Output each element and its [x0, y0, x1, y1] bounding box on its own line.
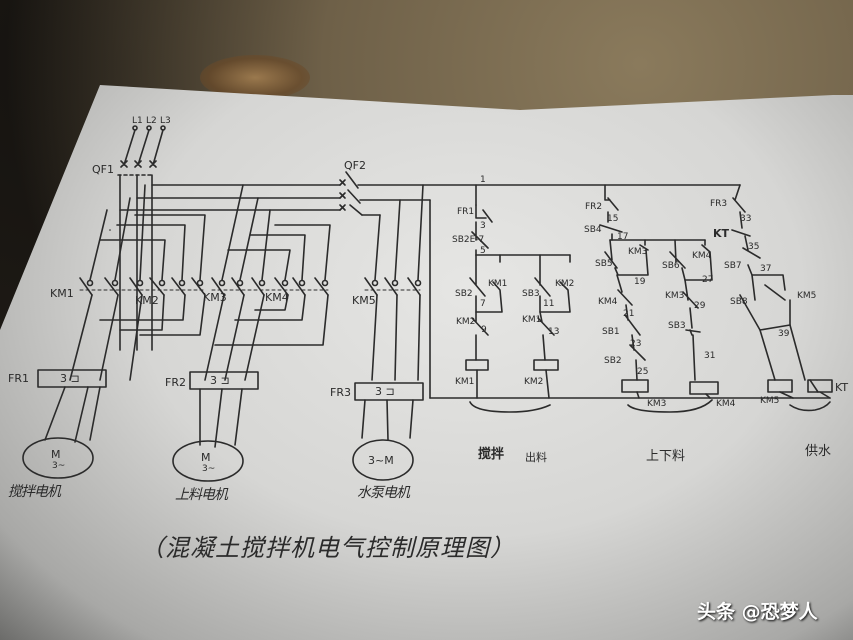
- power-input-lines: [117, 125, 166, 176]
- sb6-label: SB6: [662, 261, 680, 271]
- fr3-text: 3 ⊐: [375, 385, 395, 398]
- km3-km4-wiring: [204, 184, 331, 381]
- control-branch-1: [465, 204, 571, 399]
- node-11: 11: [543, 299, 555, 309]
- node-5: 5: [480, 246, 486, 256]
- km3-label: KM3: [203, 291, 227, 304]
- group-braces: [469, 399, 831, 413]
- motors: [22, 437, 414, 482]
- m2-sub: 3~: [202, 464, 216, 474]
- ctrl-fr3-label: FR3: [710, 199, 728, 209]
- group1-caption-a: 搅拌: [478, 447, 505, 462]
- fr2-label: FR2: [165, 376, 186, 389]
- node-21: 21: [623, 309, 635, 319]
- motor2-caption: 上料电机: [175, 487, 228, 503]
- sb4-label: SB4: [584, 225, 602, 235]
- sb2-label: SB2: [455, 289, 473, 299]
- kt-contact-label: KT: [713, 227, 730, 240]
- sb8-label: SB8: [730, 297, 748, 307]
- km5-label: KM5: [352, 294, 376, 307]
- coil-km3-label: KM3: [647, 399, 667, 409]
- qf2-label: QF2: [344, 159, 366, 172]
- km1-km2-wiring: [69, 184, 206, 381]
- ctrl-fr2-label: FR2: [585, 202, 603, 212]
- ctrl-km4-no: KM4: [692, 251, 712, 261]
- control-branch-2: [599, 184, 719, 399]
- ctrl-km5-no: KM5: [797, 291, 817, 301]
- coil-km1-label: KM1: [455, 377, 475, 387]
- watermark: 头条 @恐梦人: [697, 601, 818, 623]
- ctrl-km2-interlock: KM2: [456, 317, 476, 327]
- qf2-breaker: [339, 171, 741, 399]
- control-frame: [429, 184, 831, 399]
- control-branch-3: [731, 184, 833, 399]
- coil-km4-label: KM4: [716, 399, 736, 409]
- km1-label: KM1: [50, 287, 74, 300]
- ctrl-km1-interlock: KM1: [522, 315, 542, 325]
- l3-label: L3: [160, 116, 171, 126]
- sb3-label: SB3: [522, 289, 540, 299]
- sb1-label: SB1: [602, 327, 620, 337]
- ctrl-km2-no: KM2: [555, 279, 575, 289]
- node-33: 33: [740, 214, 752, 224]
- fr2-text: 3 ⊐: [210, 374, 230, 387]
- ctrl-fr1-label: FR1: [457, 207, 475, 217]
- node-7: 7: [480, 299, 486, 309]
- node-15: 15: [607, 214, 619, 224]
- group3-caption: 供水: [805, 444, 832, 459]
- ctrl-km3-no: KM3: [628, 247, 648, 257]
- group2-caption: 上下料: [646, 449, 686, 464]
- m1-symbol: M: [51, 448, 61, 461]
- main-bus: [119, 174, 341, 351]
- group1-caption-b: 出料: [525, 451, 547, 464]
- ctrl-km1-nc: KM1: [488, 279, 508, 289]
- km2-label: KM2: [135, 294, 159, 307]
- node-23: 23: [630, 339, 642, 349]
- qf1-label: QF1: [92, 163, 114, 176]
- sb5-label: SB5: [595, 259, 613, 269]
- coil-kt-label: KT: [835, 381, 849, 394]
- coil-km5-label: KM5: [760, 396, 780, 406]
- km4-label: KM4: [265, 291, 289, 304]
- node-17: 17: [617, 232, 629, 242]
- fr1-text: 3 ⊐: [60, 372, 80, 385]
- l2-label: L2: [146, 116, 157, 126]
- coil-km2-label: KM2: [524, 377, 544, 387]
- thermal-relays: [37, 369, 424, 401]
- sb2e-label: SB2E-7: [452, 235, 485, 245]
- diagram-title: （混凝土搅拌机电气控制原理图）: [140, 534, 515, 562]
- node-39: 39: [778, 329, 790, 339]
- motor3-caption: 水泵电机: [357, 485, 410, 501]
- m2-symbol: M: [201, 451, 211, 464]
- node-3: 3: [480, 221, 486, 231]
- fr3-label: FR3: [330, 386, 351, 399]
- fr1-label: FR1: [8, 372, 29, 385]
- motor1-caption: 搅拌电机: [8, 484, 61, 500]
- ctrl-km3-interlock: KM3: [665, 291, 685, 301]
- node-31: 31: [704, 351, 716, 361]
- node-9: 9: [481, 325, 487, 335]
- sb7-label: SB7: [724, 261, 742, 271]
- sb3b-label: SB3: [668, 321, 686, 331]
- node-1: 1: [480, 175, 486, 185]
- sb2b-label: SB2: [604, 356, 622, 366]
- node-13: 13: [548, 327, 560, 337]
- node-27: 27: [702, 275, 714, 285]
- node-35: 35: [748, 242, 760, 252]
- node-19: 19: [634, 277, 646, 287]
- m3-symbol: 3~M: [368, 454, 394, 467]
- l1-label: L1: [132, 116, 143, 126]
- node-25: 25: [637, 367, 649, 377]
- ctrl-km4-interlock: KM4: [598, 297, 618, 307]
- m1-sub: 3~: [52, 461, 66, 471]
- node-29: 29: [694, 301, 706, 311]
- motor-leads: [44, 386, 414, 448]
- km5-wiring: [364, 277, 422, 381]
- node-37: 37: [760, 264, 772, 274]
